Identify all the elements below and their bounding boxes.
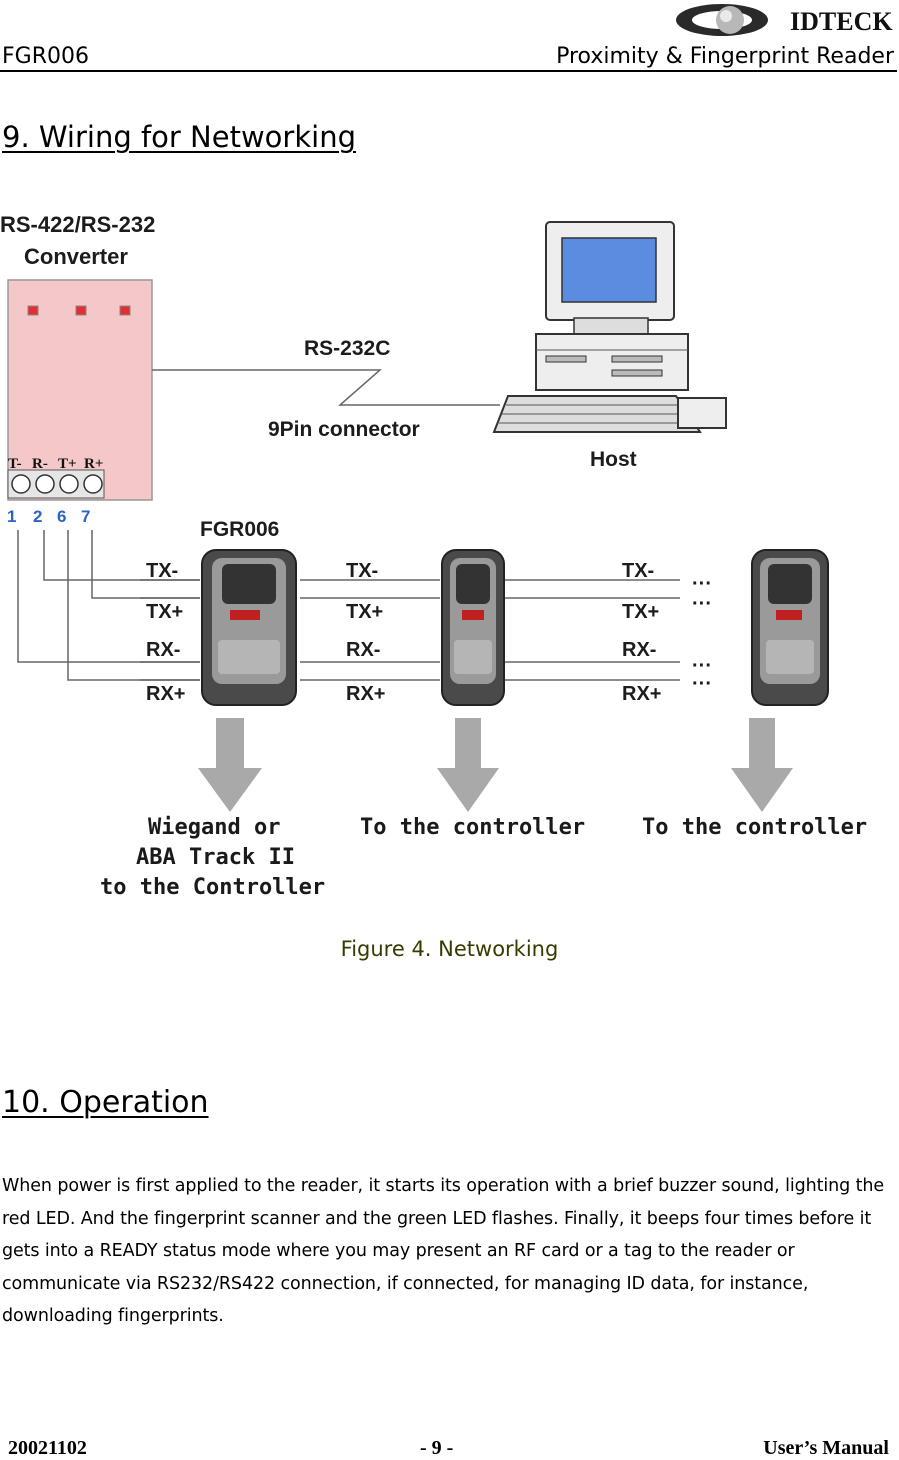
footer-doc-type: User’s Manual bbox=[763, 1437, 889, 1459]
networking-diagram-svg: RS-422/RS-232 Converter T- R- T+ R+ 1 2 … bbox=[0, 212, 867, 900]
converter-title-2: Converter bbox=[24, 244, 128, 269]
signal-rx-plus-3: RX+ bbox=[622, 683, 661, 705]
output-label-1a: Wiegand or bbox=[148, 815, 280, 840]
pin-number-1: 1 bbox=[7, 507, 16, 526]
converter-title-1: RS-422/RS-232 bbox=[0, 212, 155, 237]
signal-tx-plus-2: TX+ bbox=[346, 601, 383, 623]
bus-lines bbox=[140, 579, 680, 681]
converter-led-3 bbox=[119, 305, 131, 316]
output-label-3: To the controller bbox=[642, 815, 867, 840]
ellipsis-4: ··· bbox=[692, 673, 712, 695]
reader-device-2 bbox=[441, 549, 505, 706]
signal-tx-plus-1: TX+ bbox=[146, 601, 183, 623]
pin-number-6: 6 bbox=[57, 507, 66, 526]
idteck-logo: IDTECK bbox=[672, 2, 899, 40]
reader-device-3 bbox=[751, 549, 829, 706]
terminal-label-r-plus: R+ bbox=[84, 456, 103, 472]
operation-paragraph: When power is first applied to the reade… bbox=[2, 1176, 884, 1327]
signal-tx-minus-2: TX- bbox=[346, 560, 378, 582]
ellipsis-1: ··· bbox=[692, 573, 712, 595]
header-doc-subject: Proximity & Fingerprint Reader bbox=[556, 44, 894, 69]
footer-date: 20021102 bbox=[8, 1437, 87, 1459]
signal-rx-minus-2: RX- bbox=[346, 639, 380, 661]
ellipsis-2: ··· bbox=[692, 593, 712, 615]
reader-device-1 bbox=[201, 549, 297, 706]
terminal-label-t-plus: T+ bbox=[58, 456, 77, 472]
signal-tx-minus-3: TX- bbox=[622, 560, 654, 582]
header-rule bbox=[0, 70, 897, 72]
signal-rx-plus-2: RX+ bbox=[346, 683, 385, 705]
header-doc-code: FGR006 bbox=[2, 44, 89, 69]
terminal-label-r-minus: R- bbox=[32, 456, 48, 472]
networking-diagram: RS-422/RS-232 Converter T- R- T+ R+ 1 2 … bbox=[0, 200, 899, 914]
converter-led-1 bbox=[27, 305, 39, 316]
signal-rx-minus-1: RX- bbox=[146, 639, 180, 661]
host-label: Host bbox=[590, 448, 637, 471]
rs232c-cable bbox=[152, 369, 500, 406]
pin-number-7: 7 bbox=[81, 507, 90, 526]
terminal-block bbox=[7, 469, 105, 499]
signal-tx-plus-3: TX+ bbox=[622, 601, 659, 623]
figure-caption: Figure 4. Networking bbox=[340, 937, 559, 961]
converter-led-2 bbox=[75, 305, 87, 316]
host-computer bbox=[492, 221, 727, 433]
logo-graphic: IDTECK bbox=[676, 4, 893, 36]
brand-wordmark: IDTECK bbox=[790, 7, 893, 36]
output-label-1c: to the Controller bbox=[100, 875, 325, 900]
down-arrow-3 bbox=[731, 718, 793, 812]
signal-rx-plus-1: RX+ bbox=[146, 683, 185, 705]
section-title-operation: 10. Operation bbox=[2, 1085, 209, 1120]
output-label-2: To the controller bbox=[360, 815, 585, 840]
converter-box bbox=[7, 279, 153, 501]
signal-rx-minus-3: RX- bbox=[622, 639, 656, 661]
footer-page-number: - 9 - bbox=[420, 1437, 454, 1459]
section-title-networking: 9. Wiring for Networking bbox=[2, 120, 356, 154]
down-arrow-2 bbox=[437, 718, 499, 812]
output-label-1b: ABA Track II bbox=[136, 845, 295, 870]
connector-label: 9Pin connector bbox=[268, 418, 420, 441]
down-arrow-1 bbox=[198, 718, 262, 812]
signal-tx-minus-1: TX- bbox=[146, 560, 178, 582]
rs232c-label: RS-232C bbox=[304, 337, 390, 360]
terminal-label-t-minus: T- bbox=[8, 456, 22, 472]
device-label: FGR006 bbox=[200, 518, 279, 541]
ellipsis-3: ··· bbox=[692, 655, 712, 677]
pin-number-2: 2 bbox=[33, 507, 42, 526]
